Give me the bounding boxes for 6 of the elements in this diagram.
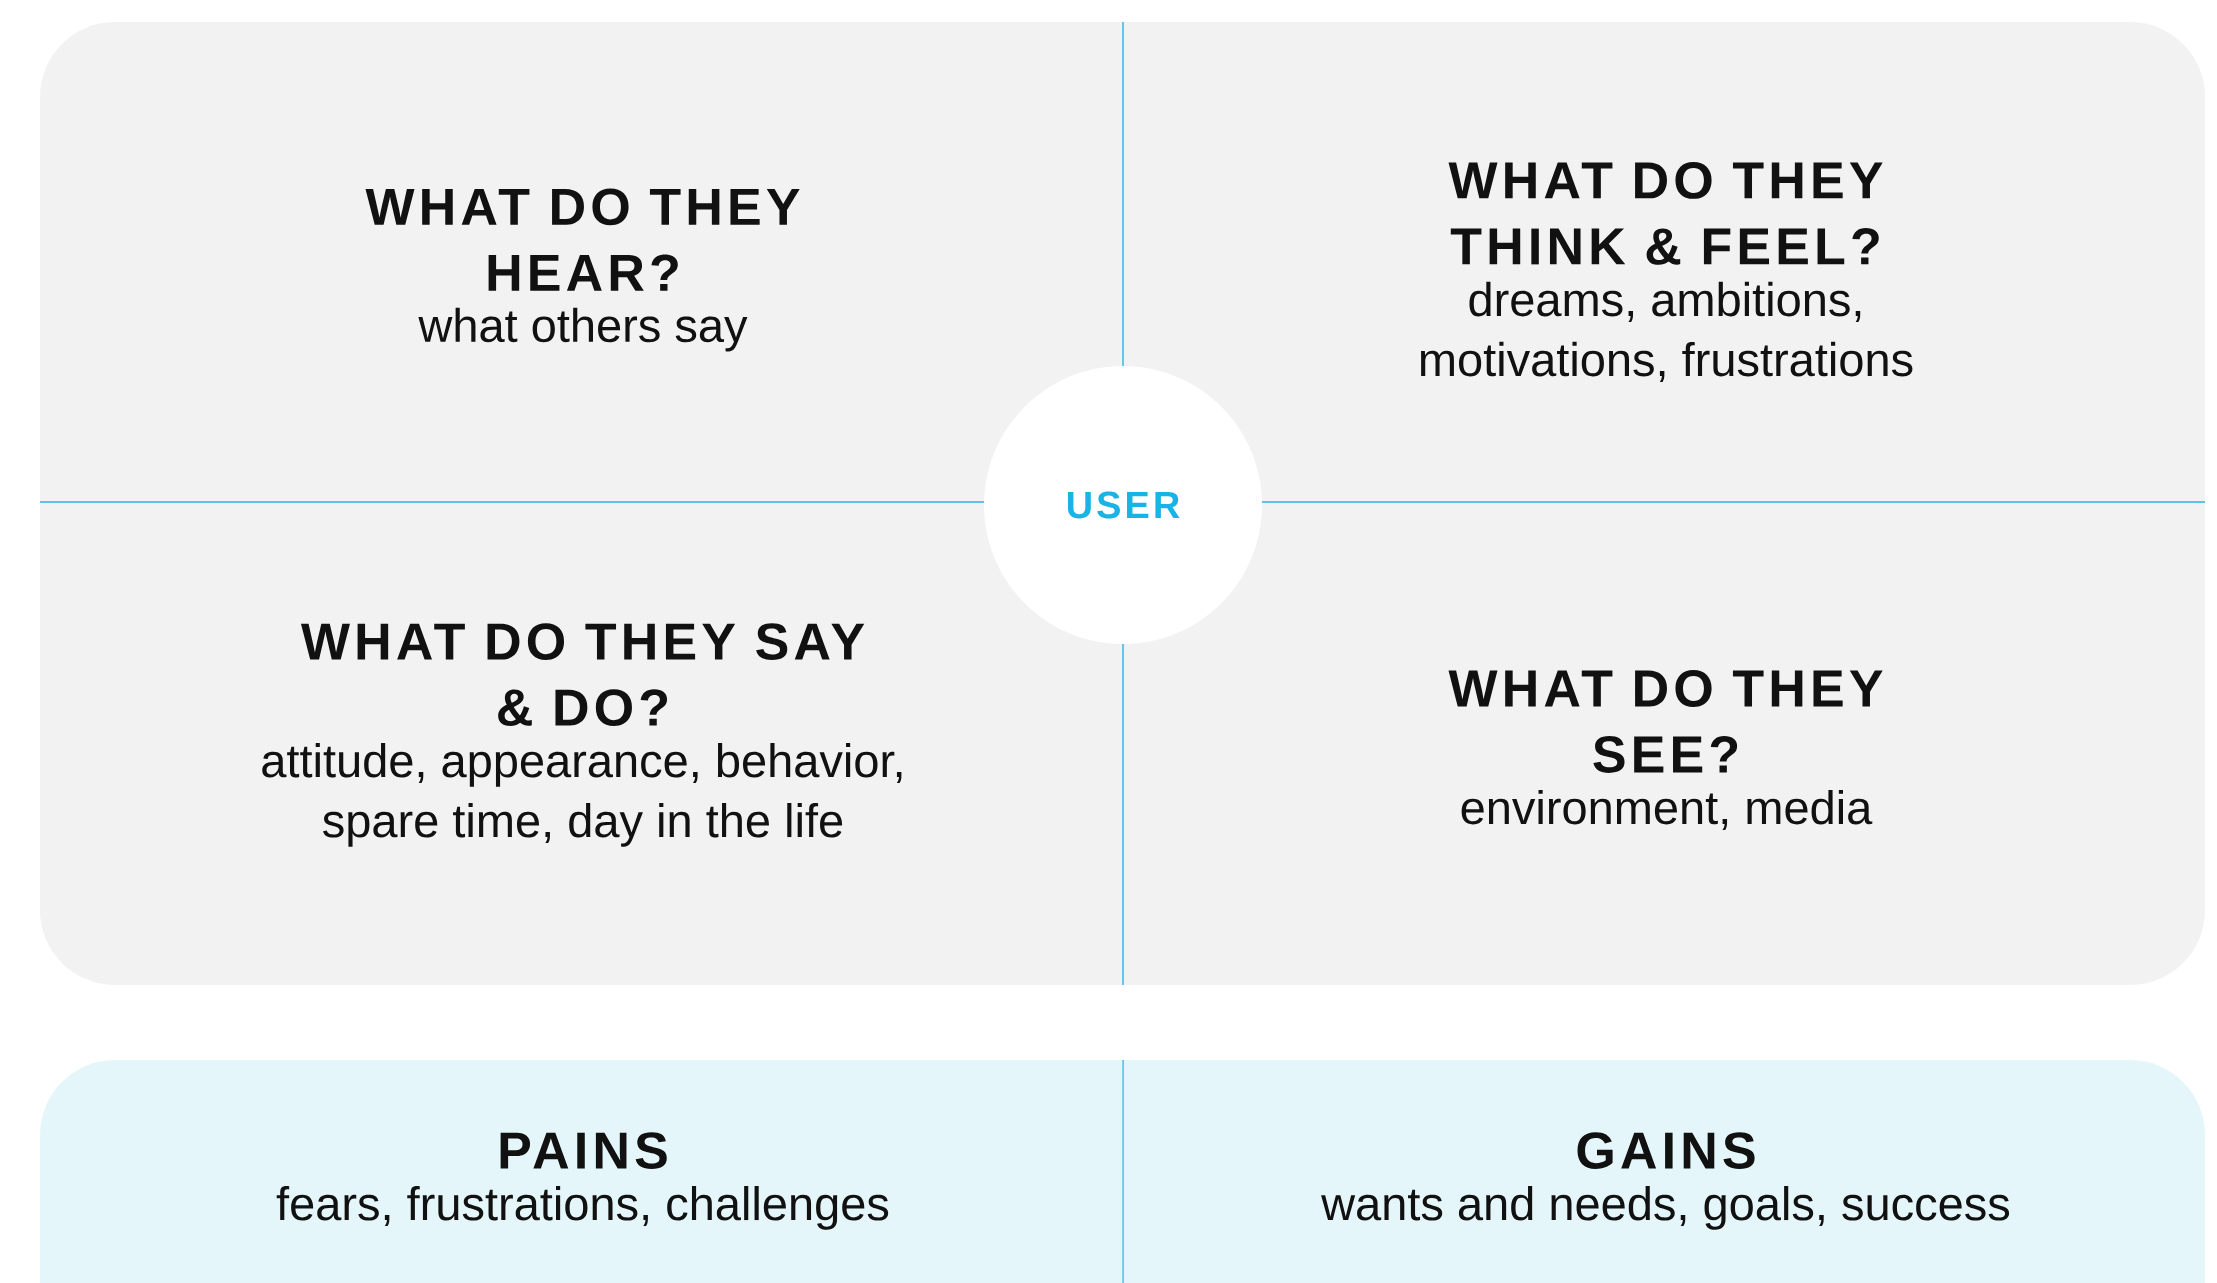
quadrant-text: WHAT DO THEY THINK & FEEL? dreams, ambitions, motivations, frustrations <box>1421 162 1913 382</box>
quadrant-text: WHAT DO THEY SAY & DO? attitude, appearance, behavior, spare time, day in the life <box>262 623 902 847</box>
quadrant-text: WHAT DO THEY HEAR? what others say <box>365 188 800 352</box>
quadrant-text: WHAT DO THEY SEE? environment, media <box>1448 670 1883 830</box>
band-text: GAINS wants and needs, goals, success <box>1321 1132 2010 1230</box>
band-text: PAINS fears, frustrations, challenges <box>276 1132 889 1230</box>
